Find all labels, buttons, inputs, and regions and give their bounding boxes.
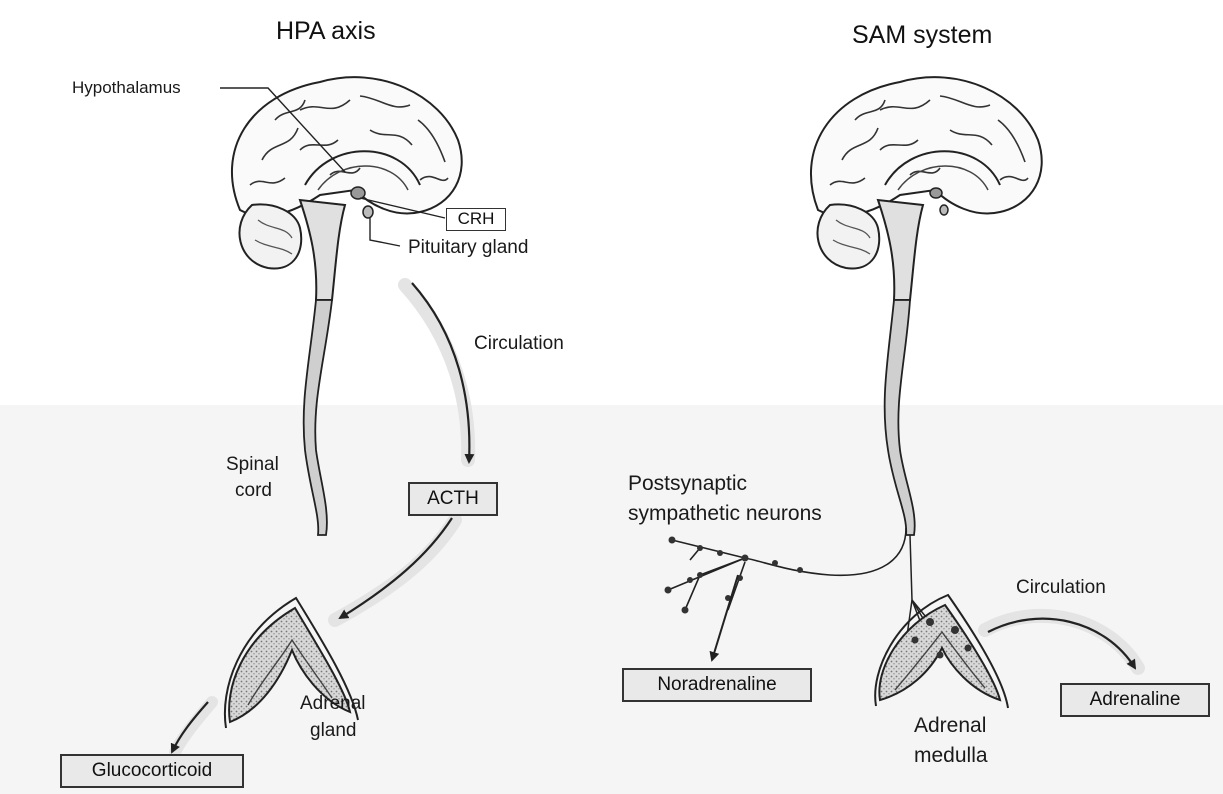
sam-spinal-cord-icon [885,300,915,535]
adrenaline-box: Adrenaline [1060,683,1210,717]
acth-box: ACTH [408,482,498,516]
sam-title: SAM system [852,21,992,50]
adrenal-medulla-label-line1: Adrenal [914,714,986,738]
sam-circulation-label: Circulation [1016,577,1106,599]
hpa-spinal-cord-icon [304,300,332,535]
neuron-dots [665,537,804,614]
sam-brain-icon [811,77,1042,300]
adrenal-gland-label-line2: gland [310,720,357,742]
spinal-cord-label-line1: Spinal [226,454,279,476]
pituitary-label: Pituitary gland [408,237,528,259]
crh-box: CRH [446,208,506,231]
noradrenaline-arrow-icon [712,575,738,660]
postsynaptic-label-line1: Postsynaptic [628,472,747,496]
adrenal-gland-label-line1: Adrenal [300,693,366,715]
noradrenaline-box: Noradrenaline [622,668,812,702]
hpa-brain-icon [232,77,462,300]
postsynaptic-label-line2: sympathetic neurons [628,502,822,526]
hpa-circulation-label: Circulation [474,333,564,355]
sympathetic-neuron-icon [668,528,906,610]
glucocorticoid-box: Glucocorticoid [60,754,244,788]
hpa-title: HPA axis [276,17,376,46]
sam-adrenal-medulla-icon [875,595,1008,708]
hypothalamus-label: Hypothalamus [72,78,181,98]
adrenal-medulla-label-line2: medulla [914,744,988,768]
spinal-cord-label-line2: cord [235,480,272,502]
